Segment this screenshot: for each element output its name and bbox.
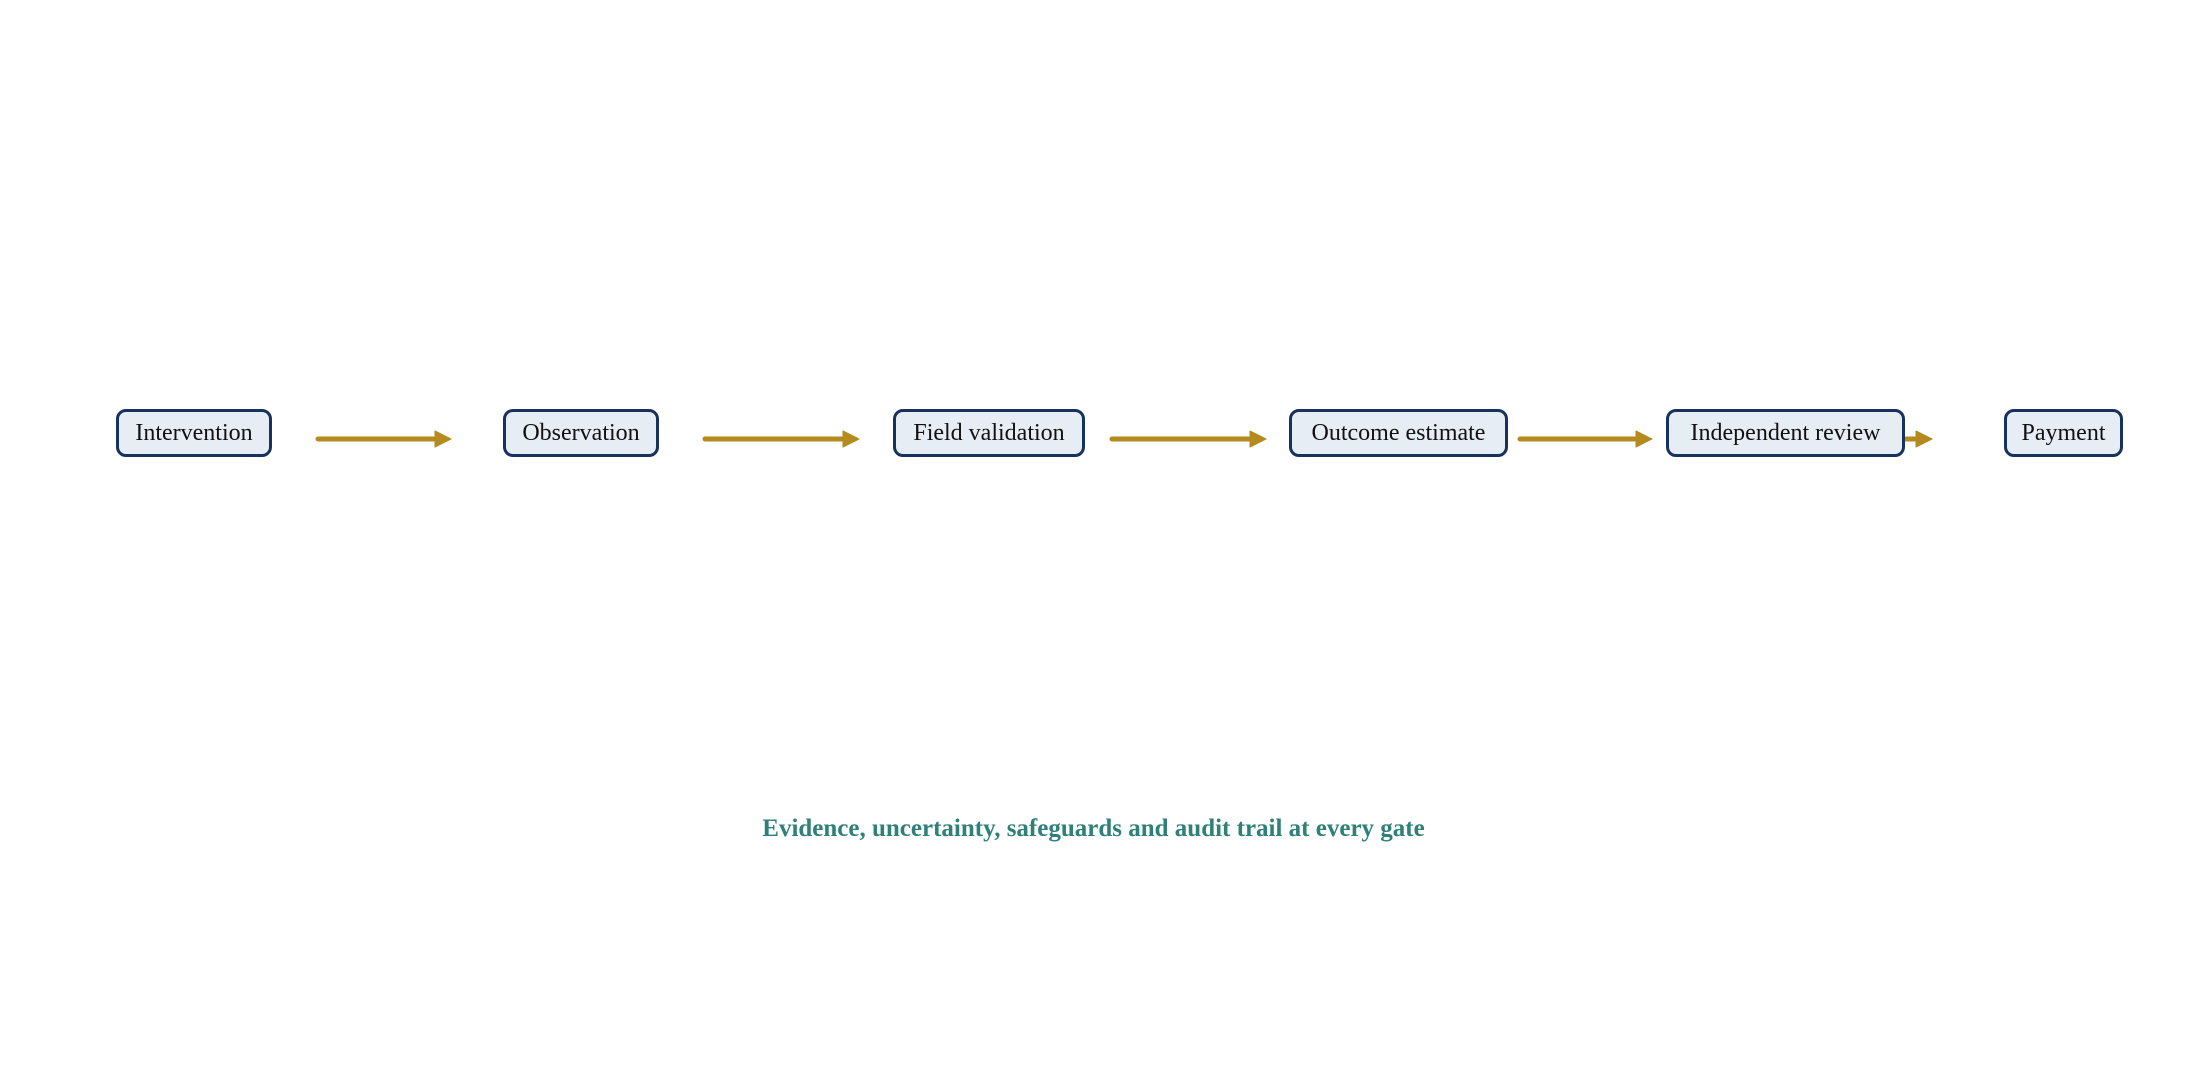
diagram-caption: Evidence, uncertainty, safeguards and au…	[762, 815, 1425, 842]
arrow-intervention-to-observation	[315, 430, 452, 448]
node-field-validation: Field validation	[893, 409, 1085, 457]
node-intervention: Intervention	[116, 409, 272, 457]
arrow-outcome-estimate-to-independent-review	[1517, 430, 1653, 448]
arrow-independent-review-to-payment	[1903, 430, 1933, 448]
node-observation: Observation	[503, 409, 659, 457]
node-payment: Payment	[2004, 409, 2123, 457]
arrow-field-validation-to-outcome-estimate	[1109, 430, 1267, 448]
arrow-observation-to-field-validation	[702, 430, 860, 448]
node-outcome-estimate: Outcome estimate	[1289, 409, 1508, 457]
node-independent-review: Independent review	[1666, 409, 1905, 457]
